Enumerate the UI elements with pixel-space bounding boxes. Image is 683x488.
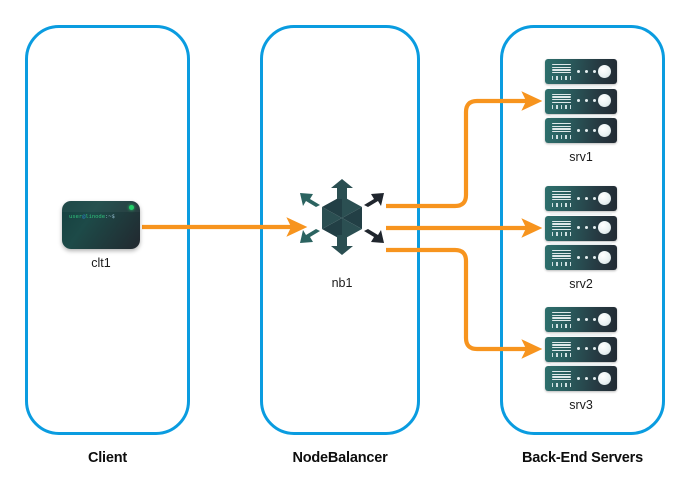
- node-label-srv2: srv2: [569, 277, 593, 291]
- terminal-prompt-at: @: [82, 214, 86, 220]
- rack-ticks-icon: [552, 134, 571, 139]
- rack-led-icon: [577, 196, 596, 200]
- rack-led-icon: [577, 99, 596, 103]
- rack-ticks-icon: [552, 75, 571, 80]
- rack-vents-icon: [552, 371, 571, 381]
- rack-divider: [550, 85, 612, 89]
- rack-vents-icon: [552, 250, 571, 260]
- terminal-title-bar: [62, 201, 140, 212]
- rack-led-icon: [577, 226, 596, 230]
- group-label-client: Client: [87, 450, 128, 466]
- rack-divider: [550, 333, 612, 337]
- rack-led-icon: [577, 376, 596, 380]
- node-nb1-icon[interactable]: [296, 176, 388, 258]
- rack-led-icon: [577, 255, 596, 259]
- rack-knob-icon: [598, 312, 611, 326]
- rack-unit: [545, 59, 617, 84]
- rack-knob-icon: [598, 191, 611, 205]
- group-label-backend-servers: Back-End Servers: [522, 450, 643, 466]
- rack-unit: [545, 186, 617, 211]
- rack-unit: [545, 88, 617, 114]
- rack-unit: [545, 366, 617, 391]
- rack-unit: [545, 336, 617, 362]
- rack-led-icon: [577, 317, 596, 321]
- rack-vents-icon: [552, 341, 571, 351]
- node-clt1-terminal-icon[interactable]: user@linode:~$: [62, 201, 140, 249]
- node-srv2-icon[interactable]: [545, 186, 617, 270]
- node-label-clt1: clt1: [91, 256, 111, 270]
- terminal-status-dot-icon: [129, 204, 134, 210]
- rack-led-icon: [577, 128, 596, 132]
- node-label-srv3: srv3: [569, 398, 593, 412]
- group-box-client: [25, 25, 190, 435]
- rack-unit: [545, 118, 617, 143]
- terminal-prompt-path: :~$: [104, 214, 115, 220]
- rack-divider: [550, 212, 612, 216]
- terminal-prompt-host: linode: [85, 214, 105, 220]
- rack-knob-icon: [598, 371, 611, 385]
- terminal-prompt-user: user: [69, 214, 83, 220]
- rack-unit: [545, 215, 617, 241]
- rack-ticks-icon: [552, 323, 571, 328]
- node-srv1-icon[interactable]: [545, 59, 617, 143]
- rack-divider: [550, 115, 612, 118]
- rack-knob-icon: [598, 221, 611, 234]
- rack-led-icon: [577, 69, 596, 73]
- rack-knob-icon: [598, 64, 611, 78]
- node-srv3-icon[interactable]: [545, 307, 617, 391]
- terminal-prompt-text: user@linode:~$: [69, 214, 115, 220]
- rack-vents-icon: [552, 123, 571, 133]
- node-label-srv1: srv1: [569, 150, 593, 164]
- rack-divider: [550, 242, 612, 245]
- rack-vents-icon: [552, 220, 571, 230]
- rack-vents-icon: [552, 312, 571, 322]
- rack-knob-icon: [598, 94, 611, 107]
- rack-knob-icon: [598, 250, 611, 264]
- rack-vents-icon: [552, 191, 571, 201]
- rack-knob-icon: [598, 342, 611, 355]
- nb1-hex-core: [322, 196, 362, 240]
- node-label-nb1: nb1: [331, 276, 353, 290]
- rack-ticks-icon: [552, 202, 571, 207]
- rack-knob-icon: [598, 123, 611, 137]
- rack-led-icon: [577, 347, 596, 351]
- rack-unit: [545, 245, 617, 270]
- rack-ticks-icon: [552, 232, 571, 236]
- rack-vents-icon: [552, 93, 571, 103]
- rack-ticks-icon: [552, 261, 571, 266]
- group-label-nodebalancer: NodeBalancer: [292, 450, 388, 466]
- rack-ticks-icon: [552, 105, 571, 109]
- rack-vents-icon: [552, 64, 571, 74]
- rack-unit: [545, 307, 617, 332]
- rack-divider: [550, 363, 612, 366]
- nb1-outward-arrows: [300, 179, 384, 255]
- rack-ticks-icon: [552, 353, 571, 357]
- rack-ticks-icon: [552, 382, 571, 387]
